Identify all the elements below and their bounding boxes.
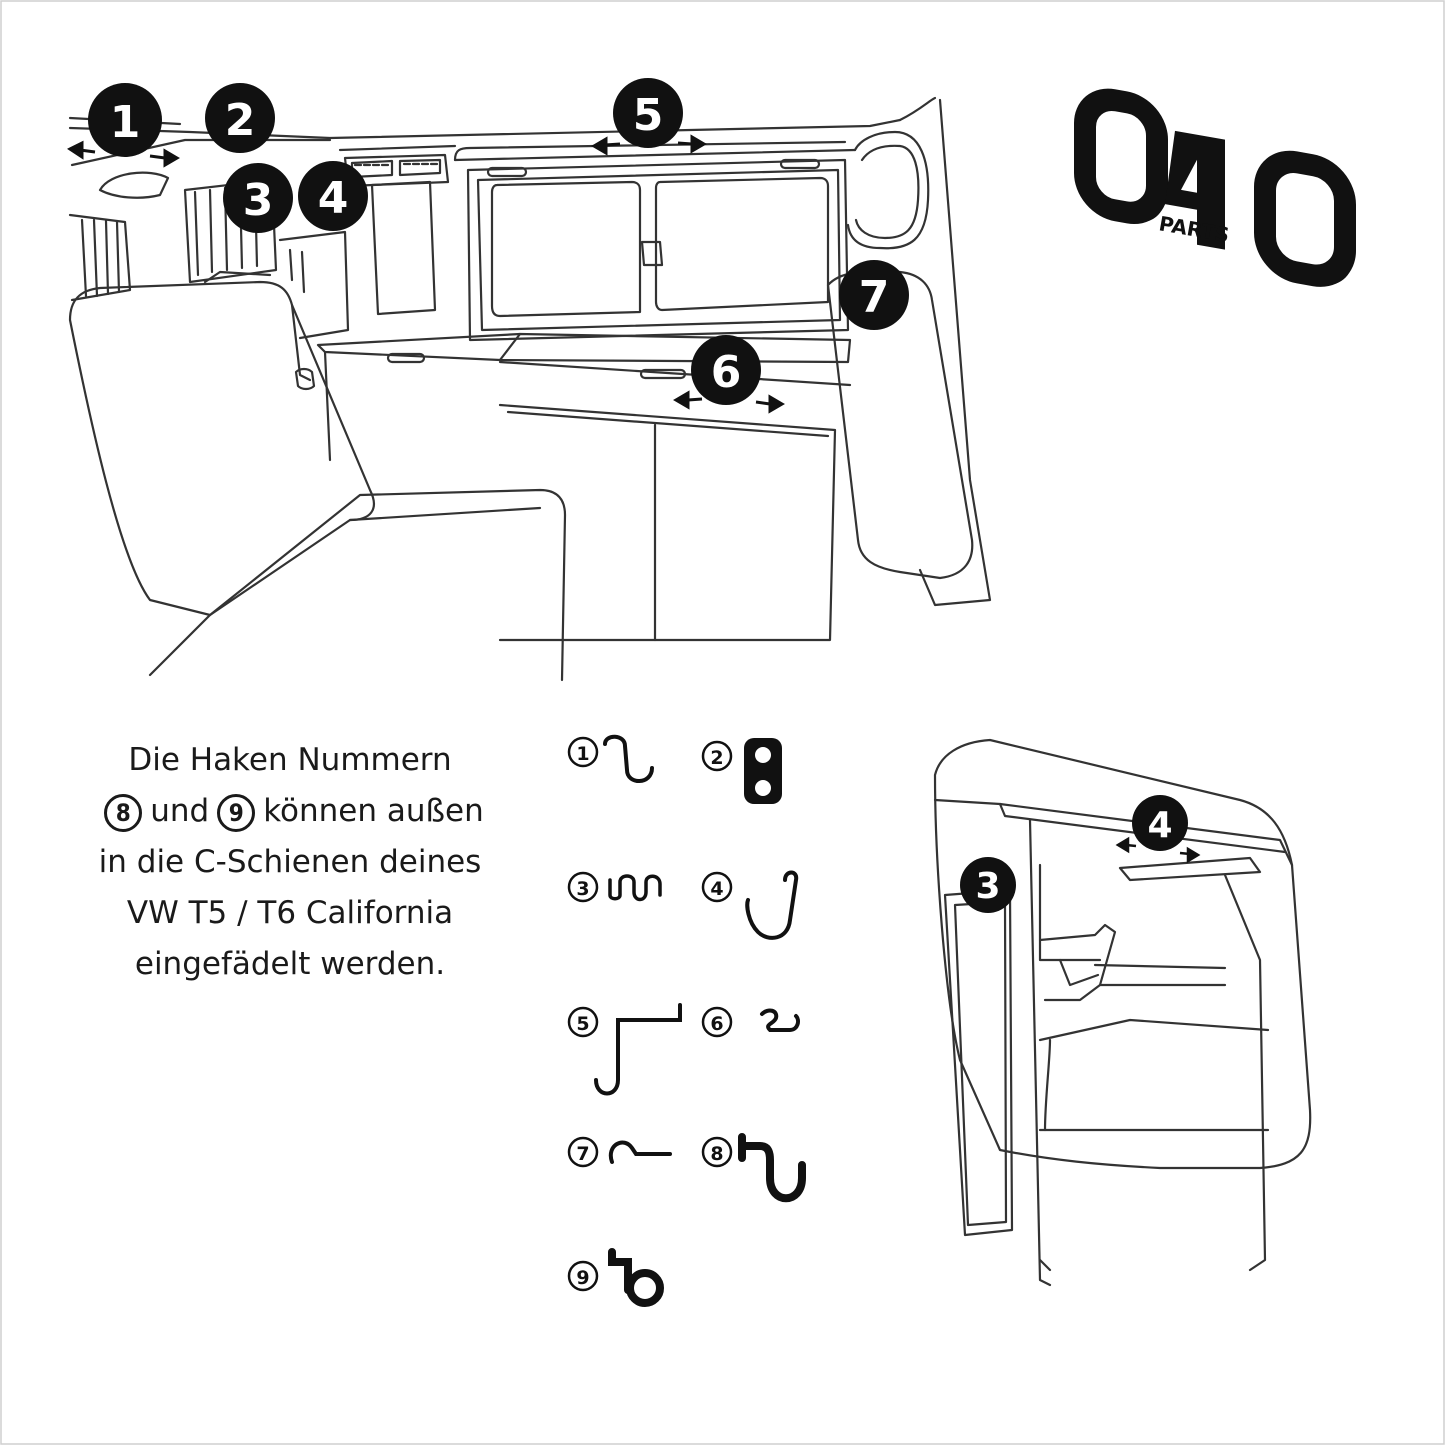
svg-text:2: 2 [225,95,256,146]
hook-2-icon [744,738,782,804]
number-9-badge: 9 [217,793,256,832]
svg-text:1: 1 [576,743,589,765]
hook-4-icon [745,870,799,940]
legend-item-8: 8 [701,1133,806,1203]
hook-9-icon [608,1248,664,1307]
badge-3: 3 [223,163,293,233]
hook-3-icon [608,874,662,902]
legend-item-7: 7 [567,1136,672,1168]
intro-line-4: VW T5 / T6 California [126,895,454,931]
legend-item-3: 3 [567,871,662,903]
hook-legend: 1 2 3 4 5 [567,734,806,1307]
badge-4: 4 [298,161,368,231]
logo-mark [1074,88,1356,287]
intro-line-3: in die C-Schienen deines [98,844,482,880]
svg-text:4: 4 [318,173,349,224]
hook-8-icon [738,1133,806,1203]
detail-badges: 4 3 [960,795,1188,913]
hook-5-icon [594,1003,682,1096]
svg-text:9: 9 [576,1267,589,1289]
badge-5: 5 [613,78,683,148]
legend-item-6: 6 [701,1006,800,1038]
detail-badge-4: 4 [1132,795,1188,851]
direction-arrows [67,134,785,414]
intro-line-5: eingefädelt werden. [134,946,446,982]
hook-6-icon [760,1008,800,1032]
svg-text:4: 4 [1147,805,1172,846]
svg-text:6: 6 [710,1013,723,1035]
main-badges: 1 2 3 4 5 6 7 [88,78,909,405]
svg-text:5: 5 [576,1013,589,1035]
svg-text:6: 6 [711,347,742,398]
hook-7-icon [608,1140,672,1164]
intro-line-2-rest: können außen [263,793,484,829]
badge-7: 7 [839,260,909,330]
svg-text:5: 5 [633,90,664,141]
detail-badge-3: 3 [960,857,1016,913]
svg-text:4: 4 [710,878,723,900]
brand-logo: PARTS [1074,88,1356,287]
svg-text:7: 7 [576,1143,589,1165]
intro-word-und: und [150,793,210,829]
svg-text:3: 3 [576,878,589,900]
svg-text:3: 3 [243,175,274,226]
badge-2: 2 [205,83,275,153]
svg-text:1: 1 [110,97,141,148]
svg-text:7: 7 [859,272,890,323]
badge-6: 6 [691,335,761,405]
hook-1-icon [603,734,654,783]
legend-item-1: 1 [567,734,654,783]
legend-item-5: 5 [567,1003,682,1096]
svg-text:8: 8 [710,1143,723,1165]
number-8-badge: 8 [104,793,143,832]
detail-arrows [1115,836,1201,864]
svg-text:3: 3 [975,866,1000,907]
van-interior-drawing [68,96,992,682]
legend-item-4: 4 [701,870,799,940]
door-detail-drawing [933,738,1312,1287]
legend-item-2: 2 [701,738,782,804]
legend-item-9: 9 [567,1248,664,1307]
intro-line-1: Die Haken Nummern [128,742,452,778]
svg-text:2: 2 [710,747,723,769]
badge-1: 1 [88,83,162,157]
